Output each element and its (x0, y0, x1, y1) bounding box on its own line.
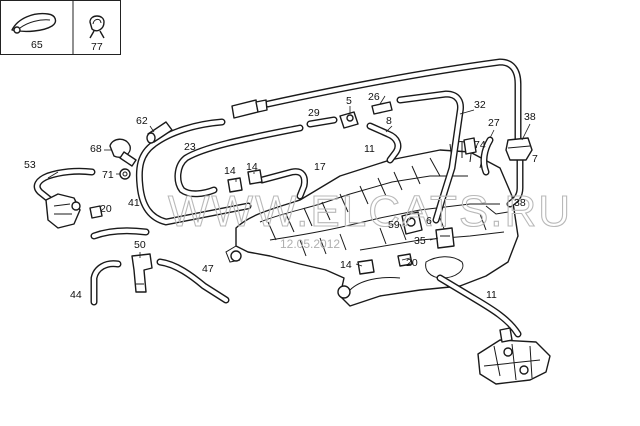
callout-50: 50 (134, 239, 146, 251)
clamp-77-label: 77 (91, 41, 103, 53)
callout-38-top: 38 (524, 111, 536, 123)
callout-32: 32 (474, 99, 486, 111)
watermark-text: WWW.ELCATS.RU (168, 187, 572, 236)
callout-53: 53 (24, 159, 36, 171)
callout-labels: 62 29 5 26 32 38 27 8 68 23 74 7 53 71 1… (24, 91, 538, 301)
clip-65-label: 65 (31, 39, 43, 51)
leader-lines (47, 95, 531, 267)
callout-20-left: 20 (100, 203, 112, 215)
callout-23: 23 (184, 141, 196, 153)
callout-71: 71 (102, 169, 114, 181)
callout-11-top: 11 (364, 143, 375, 155)
inset-boxes (0, 0, 121, 55)
callout-59: 59 (388, 219, 400, 231)
callout-6: 6 (426, 215, 432, 227)
callout-47: 47 (202, 263, 214, 275)
callout-27: 27 (488, 117, 500, 129)
callout-44: 44 (70, 289, 82, 301)
callout-8: 8 (386, 115, 392, 127)
callout-17: 17 (314, 161, 326, 173)
watermark-date: 12.05.2012 (280, 237, 340, 251)
callout-68: 68 (90, 143, 102, 155)
callout-26: 26 (368, 91, 380, 103)
callout-7: 7 (532, 153, 538, 165)
callout-20-right: 20 (406, 257, 418, 269)
callout-5: 5 (346, 95, 352, 107)
callout-41: 41 (128, 197, 140, 209)
callout-35: 35 (414, 235, 426, 247)
clip-65-drawing (11, 12, 57, 34)
callout-14-left: 14 (224, 165, 236, 177)
callout-62: 62 (136, 115, 148, 127)
callout-29: 29 (308, 107, 320, 119)
callout-74: 74 (474, 139, 486, 151)
callout-11-bottom: 11 (486, 289, 497, 301)
small-components (45, 99, 551, 385)
callout-14-mid: 14 (246, 161, 258, 173)
callout-14-bottom: 14 (340, 259, 352, 271)
callout-38-right: 38 (514, 197, 526, 209)
vacuum-hoses (33, 58, 524, 338)
clamp-77-drawing (89, 15, 105, 39)
